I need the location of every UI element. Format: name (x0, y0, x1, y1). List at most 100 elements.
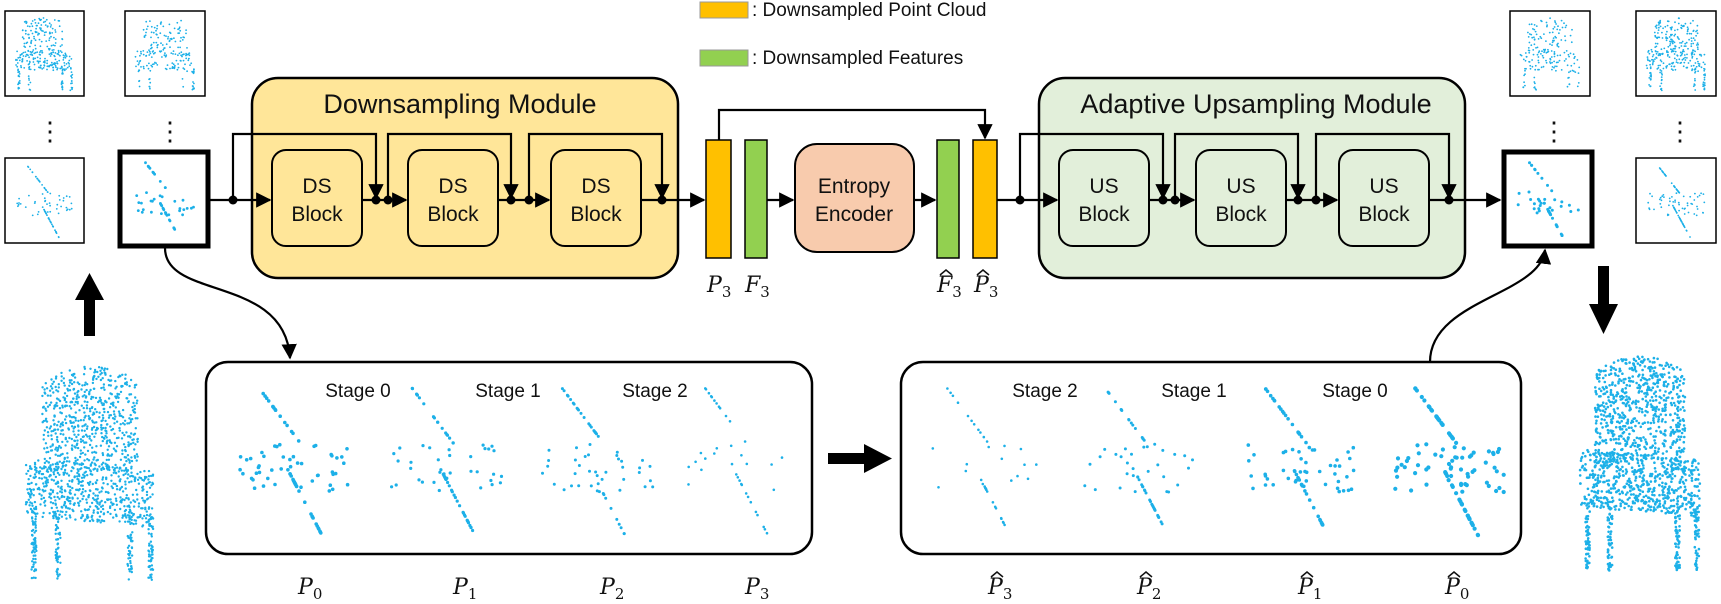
left-stage-0: Stage 0 (325, 381, 391, 402)
bottom-label-p0-base: P (297, 575, 314, 600)
bottom-label-p1-hat: P1 (1297, 575, 1322, 603)
thumb-output-bottom-right (1635, 157, 1717, 244)
bottom-label-p3-sub: 3 (760, 585, 770, 603)
thumb-input-selected (117, 149, 211, 249)
bottom-label-p1: P1 (452, 575, 477, 603)
ellipsis-1: ⋮ (37, 116, 63, 146)
bottom-label-p3-hat: P3 (987, 575, 1012, 603)
bottom-label-p0-sub: 0 (313, 585, 323, 603)
label-p3-base: P (706, 273, 723, 298)
bottom-label-p1-hat-base: P (1297, 575, 1314, 600)
bottom-label-p1-sub: 1 (468, 585, 478, 603)
entropy-encoder-line1: Entropy (818, 175, 891, 198)
bottom-left-labels: P0 P1 P2 P3 (297, 575, 769, 603)
upsampling-module-title: Adaptive Upsampling Module (1080, 89, 1431, 119)
us-block-2-line2: Block (1215, 203, 1267, 226)
f3-hat-bar (936, 139, 960, 259)
thumb-output-top-right (1635, 10, 1717, 97)
label-f3-sub: 3 (760, 283, 770, 301)
bottom-label-p2-base: P (599, 575, 616, 600)
flow-lines (208, 108, 1502, 208)
thumb-input-top-left (4, 10, 85, 97)
bottom-label-p2-hat-sub: 2 (1152, 585, 1162, 603)
ds-block-2-line1: DS (438, 175, 467, 198)
thumb-output-top-left (1509, 10, 1591, 97)
thumb-output-selected (1501, 149, 1595, 249)
bottom-right-labels: P3 P2 P1 P0 (987, 571, 1469, 603)
bottom-label-p3: P3 (744, 575, 769, 603)
junction-dots (228, 195, 1454, 205)
label-f3-base: F (744, 273, 761, 298)
downsampling-module-title: Downsampling Module (323, 89, 596, 119)
left-stage-1: Stage 1 (475, 381, 541, 402)
bottom-label-p3-base: P (744, 575, 761, 600)
pc-big-chair-left (24, 365, 155, 581)
pc-thumb-out-bottom-right (1647, 167, 1706, 238)
ds-block-1-line1: DS (302, 175, 331, 198)
pc-right-stage-0 (931, 387, 1038, 527)
big-arrow-right (828, 444, 892, 473)
ds-block-2: DS Block (407, 149, 499, 247)
ds-block-2-line2: Block (427, 203, 479, 226)
legend-features-label: : Downsampled Features (752, 48, 963, 69)
pc-right-stage-3 (1393, 386, 1506, 538)
legend-point-cloud-swatch (699, 1, 749, 19)
us-block-3-line1: US (1369, 175, 1398, 198)
pc-thumb-out-top-right (1645, 17, 1706, 92)
ellipsis-3: ⋮ (1541, 116, 1567, 146)
pc-left-stage-1 (390, 386, 504, 533)
label-f3: F3 (744, 273, 770, 301)
bottom-label-p1-hat-sub: 1 (1313, 585, 1323, 603)
right-stage-1: Stage 1 (1161, 381, 1227, 402)
pc-thumb-top-left (15, 17, 74, 92)
label-p3-hat-mark (976, 269, 990, 276)
us-block-1-line1: US (1089, 175, 1118, 198)
bottom-label-p3-hat-mark (990, 571, 1004, 578)
left-stage-2: Stage 2 (622, 381, 688, 402)
us-block-1: US Block (1058, 149, 1150, 247)
bottom-label-p2-sub: 2 (615, 585, 625, 603)
bottom-label-p2-hat-mark (1139, 571, 1153, 578)
ellipsis-2: ⋮ (157, 116, 183, 146)
bottom-label-p2-hat-base: P (1136, 575, 1153, 600)
ellipsis-4: ⋮ (1667, 116, 1693, 146)
label-f3-hat-sub: 3 (952, 283, 962, 301)
left-stage-panel (204, 360, 814, 556)
legend-point-cloud-label: : Downsampled Point Cloud (752, 0, 986, 21)
us-block-3: US Block (1338, 149, 1430, 247)
p3-bar (705, 139, 732, 259)
pc-left-stage-2 (541, 387, 655, 536)
label-f3-hat: F3 (936, 273, 962, 301)
us-block-2: US Block (1195, 149, 1287, 247)
big-arrow-down (1589, 266, 1618, 334)
point-cloud-renderings (15, 17, 1706, 581)
right-stage-0: Stage 0 (1322, 381, 1388, 402)
thumb-input-bottom-left (4, 157, 85, 244)
pc-left-stage-3 (687, 387, 784, 535)
ds-block-3-line2: Block (570, 203, 622, 226)
bottom-label-p2-hat: P2 (1136, 575, 1161, 603)
entropy-encoder (794, 143, 915, 253)
pc-thumb-selected (135, 161, 195, 231)
right-stage-panel (899, 360, 1523, 556)
label-f3-hat-mark (939, 269, 953, 276)
label-p3-sub: 3 (722, 283, 732, 301)
pc-thumb-out-selected (1516, 161, 1580, 237)
us-block-3-line2: Block (1358, 203, 1410, 226)
ds-block-1-line2: Block (291, 203, 343, 226)
label-p3: P3 (706, 273, 731, 301)
us-block-1-line2: Block (1078, 203, 1130, 226)
bottom-label-p1-hat-mark (1300, 571, 1314, 578)
curve-to-output (1428, 248, 1552, 363)
label-p3-hat: P3 (973, 273, 998, 301)
pc-right-stage-1 (1083, 390, 1194, 526)
bottom-label-p3-hat-base: P (987, 575, 1004, 600)
big-arrow-up (75, 273, 104, 336)
ds-block-1: DS Block (271, 149, 363, 247)
legend-features-swatch (699, 49, 749, 67)
bottom-label-p3-hat-sub: 3 (1003, 585, 1013, 603)
thumb-input-top-second (124, 10, 206, 97)
bottom-label-p0-hat-base: P (1444, 575, 1461, 600)
bottom-label-p0-hat: P0 (1444, 575, 1469, 603)
